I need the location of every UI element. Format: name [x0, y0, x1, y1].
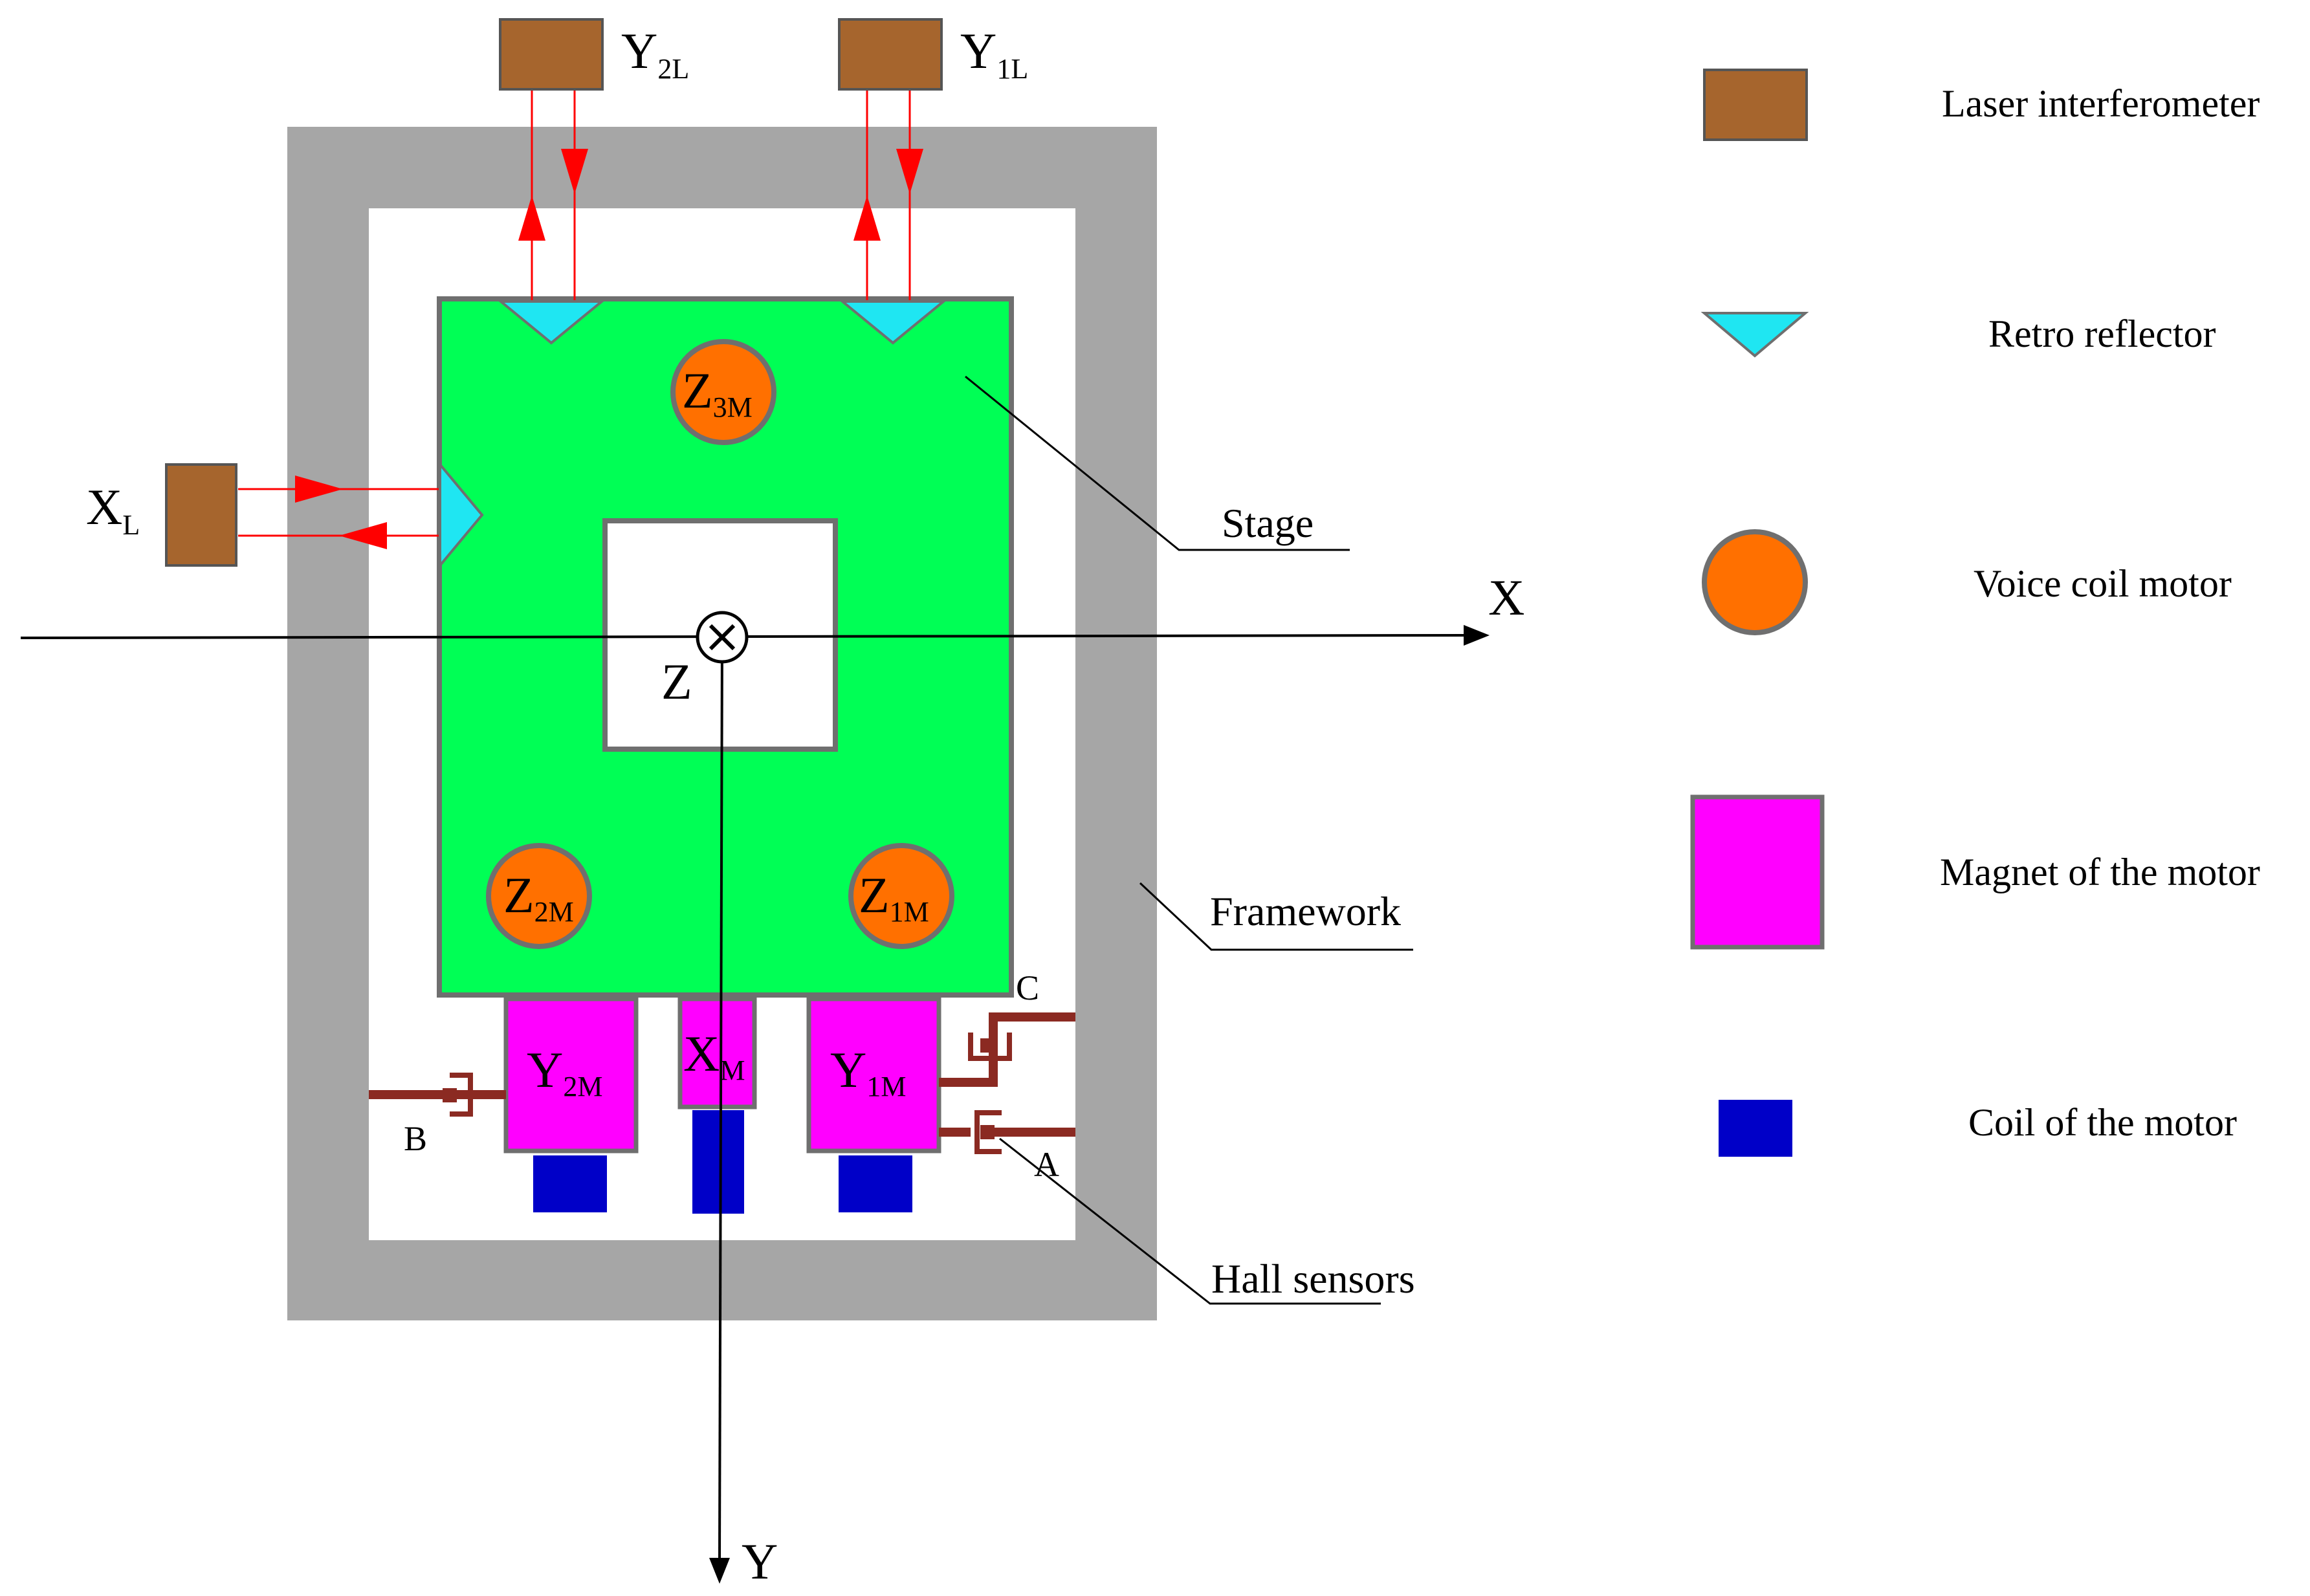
legend-item-interferometer: Laser interferometer [1703, 69, 2260, 141]
z-axis-label: Z [661, 653, 692, 710]
magnet-x: XM [677, 996, 757, 1110]
magnet-y1: Y1M [806, 996, 941, 1153]
voice-coil-z3: Z3M [670, 339, 776, 445]
motor-coils [533, 1110, 912, 1214]
sensor-b-body [443, 1088, 457, 1102]
callout-framework-label: Framework [1210, 888, 1401, 934]
laser-interferometer-icon [838, 18, 943, 91]
hall-sensor-a: A [939, 1110, 1075, 1184]
retro-reflector-icon [497, 300, 606, 345]
laser-interferometer-icon [1703, 69, 1808, 141]
legend-item-voice-coil: Voice coil motor [1702, 529, 2232, 635]
hall-sensor-c: C [939, 968, 1075, 1087]
coil-icon [839, 1155, 912, 1212]
hall-sensor-b: B [369, 1073, 506, 1158]
legend-label-magnet: Magnet of the motor [1940, 851, 2260, 893]
voice-coil-z2: Z2M [486, 843, 592, 949]
interferometer-x: XL [86, 463, 237, 567]
interferometer-y1: Y1L [838, 18, 1028, 91]
sensor-a-label: A [1034, 1145, 1059, 1184]
sensor-b-bracket [450, 1073, 473, 1117]
magnet-x-label: XM [683, 1025, 745, 1086]
legend-label-coil: Coil of the motor [1968, 1101, 2237, 1144]
interferometer-y2: Y2L [499, 18, 689, 91]
voice-coil-motor-icon [670, 339, 776, 445]
coil-icon [1719, 1100, 1792, 1157]
retro-reflectors [439, 300, 947, 569]
sensor-c-bracket [968, 1033, 1012, 1061]
z-axis-into-page-icon [696, 611, 749, 664]
voice-coil-z2-label: Z2M [503, 867, 574, 928]
magnet-icon [1690, 794, 1825, 950]
interferometer-y1-label: Y1L [960, 23, 1028, 85]
beam-arrow-y1-up [853, 195, 881, 241]
legend-item-reflector: Retro reflector [1700, 312, 2216, 358]
laser-interferometer-icon [499, 18, 604, 91]
callout-hall-sensors-leader [999, 1137, 1381, 1305]
laser-interferometer-icon [165, 463, 237, 567]
interferometer-y2-label: Y2L [621, 23, 689, 85]
legend-label-reflector: Retro reflector [1988, 312, 2216, 355]
y-axis-label: Y [742, 1533, 778, 1590]
beam-arrow-y2-down [561, 149, 588, 194]
legend-item-coil: Coil of the motor [1719, 1100, 2237, 1157]
magnet-y2: Y2M [503, 996, 639, 1153]
sensor-a-bracket [974, 1110, 1002, 1154]
magnet-y1-label: Y1M [830, 1042, 906, 1102]
sensor-c-label: C [1016, 968, 1039, 1007]
legend-label-interferometer: Laser interferometer [1942, 82, 2260, 125]
legend-label-voice-coil: Voice coil motor [1974, 562, 2232, 605]
y-axis-arrowhead [709, 1558, 730, 1584]
voice-coil-z1-label: Z1M [859, 867, 929, 928]
x-axis-label: X [1488, 569, 1524, 626]
magnet-icon [806, 996, 941, 1153]
magnet-icon [677, 996, 757, 1110]
beam-arrow-x-right [295, 476, 343, 503]
retro-reflector-icon [439, 461, 484, 569]
laser-beams [238, 91, 923, 549]
callout-framework-leader [1139, 882, 1413, 951]
callout-stage: Stage [965, 375, 1350, 551]
coil-icon [692, 1110, 744, 1214]
y-axis-line [718, 637, 723, 1558]
magnet-y2-label: Y2M [527, 1042, 602, 1102]
callout-hall-sensors-label: Hall sensors [1211, 1256, 1415, 1302]
callout-framework: Framework [1139, 882, 1413, 951]
voice-coil-motor-icon [486, 843, 592, 949]
axes [20, 611, 1490, 1584]
callout-stage-label: Stage [1222, 500, 1314, 546]
callout-stage-leader [965, 375, 1350, 551]
callout-hall-sensors: Hall sensors [999, 1137, 1415, 1305]
voice-coil-motor-icon [1702, 529, 1808, 635]
interferometer-x-label: XL [86, 479, 140, 541]
voice-coil-z1: Z1M [848, 843, 954, 949]
legend-item-magnet: Magnet of the motor [1690, 794, 2260, 950]
sensor-a-body [980, 1125, 995, 1139]
voice-coil-motor-icon [848, 843, 954, 949]
voice-coil-z3-label: Z3M [682, 362, 753, 423]
beam-arrow-x-left [339, 522, 387, 549]
retro-reflector-icon [1700, 312, 1809, 358]
sensor-b-label: B [404, 1119, 427, 1158]
coil-icon [533, 1155, 607, 1212]
sensor-c-body [980, 1038, 995, 1053]
retro-reflector-icon [839, 300, 947, 345]
beam-arrow-y2-up [518, 195, 545, 241]
beam-arrow-y1-down [896, 149, 923, 194]
magnet-icon [503, 996, 639, 1153]
legend: Laser interferometer Retro reflector Voi… [1690, 69, 2260, 1157]
x-axis-arrowhead [1464, 625, 1490, 646]
